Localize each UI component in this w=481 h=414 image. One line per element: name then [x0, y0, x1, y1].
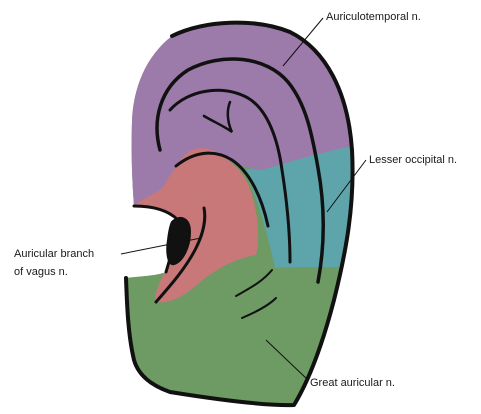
ear-regions: [100, 10, 380, 414]
label-great-auricular: Great auricular n.: [310, 377, 395, 389]
label-vagus-line1: Auricular branch: [14, 248, 94, 260]
label-lesser-occipital: Lesser occipital n.: [369, 154, 457, 166]
label-vagus-line2: of vagus n.: [14, 266, 68, 278]
label-auriculotemporal: Auriculotemporal n.: [326, 11, 421, 23]
